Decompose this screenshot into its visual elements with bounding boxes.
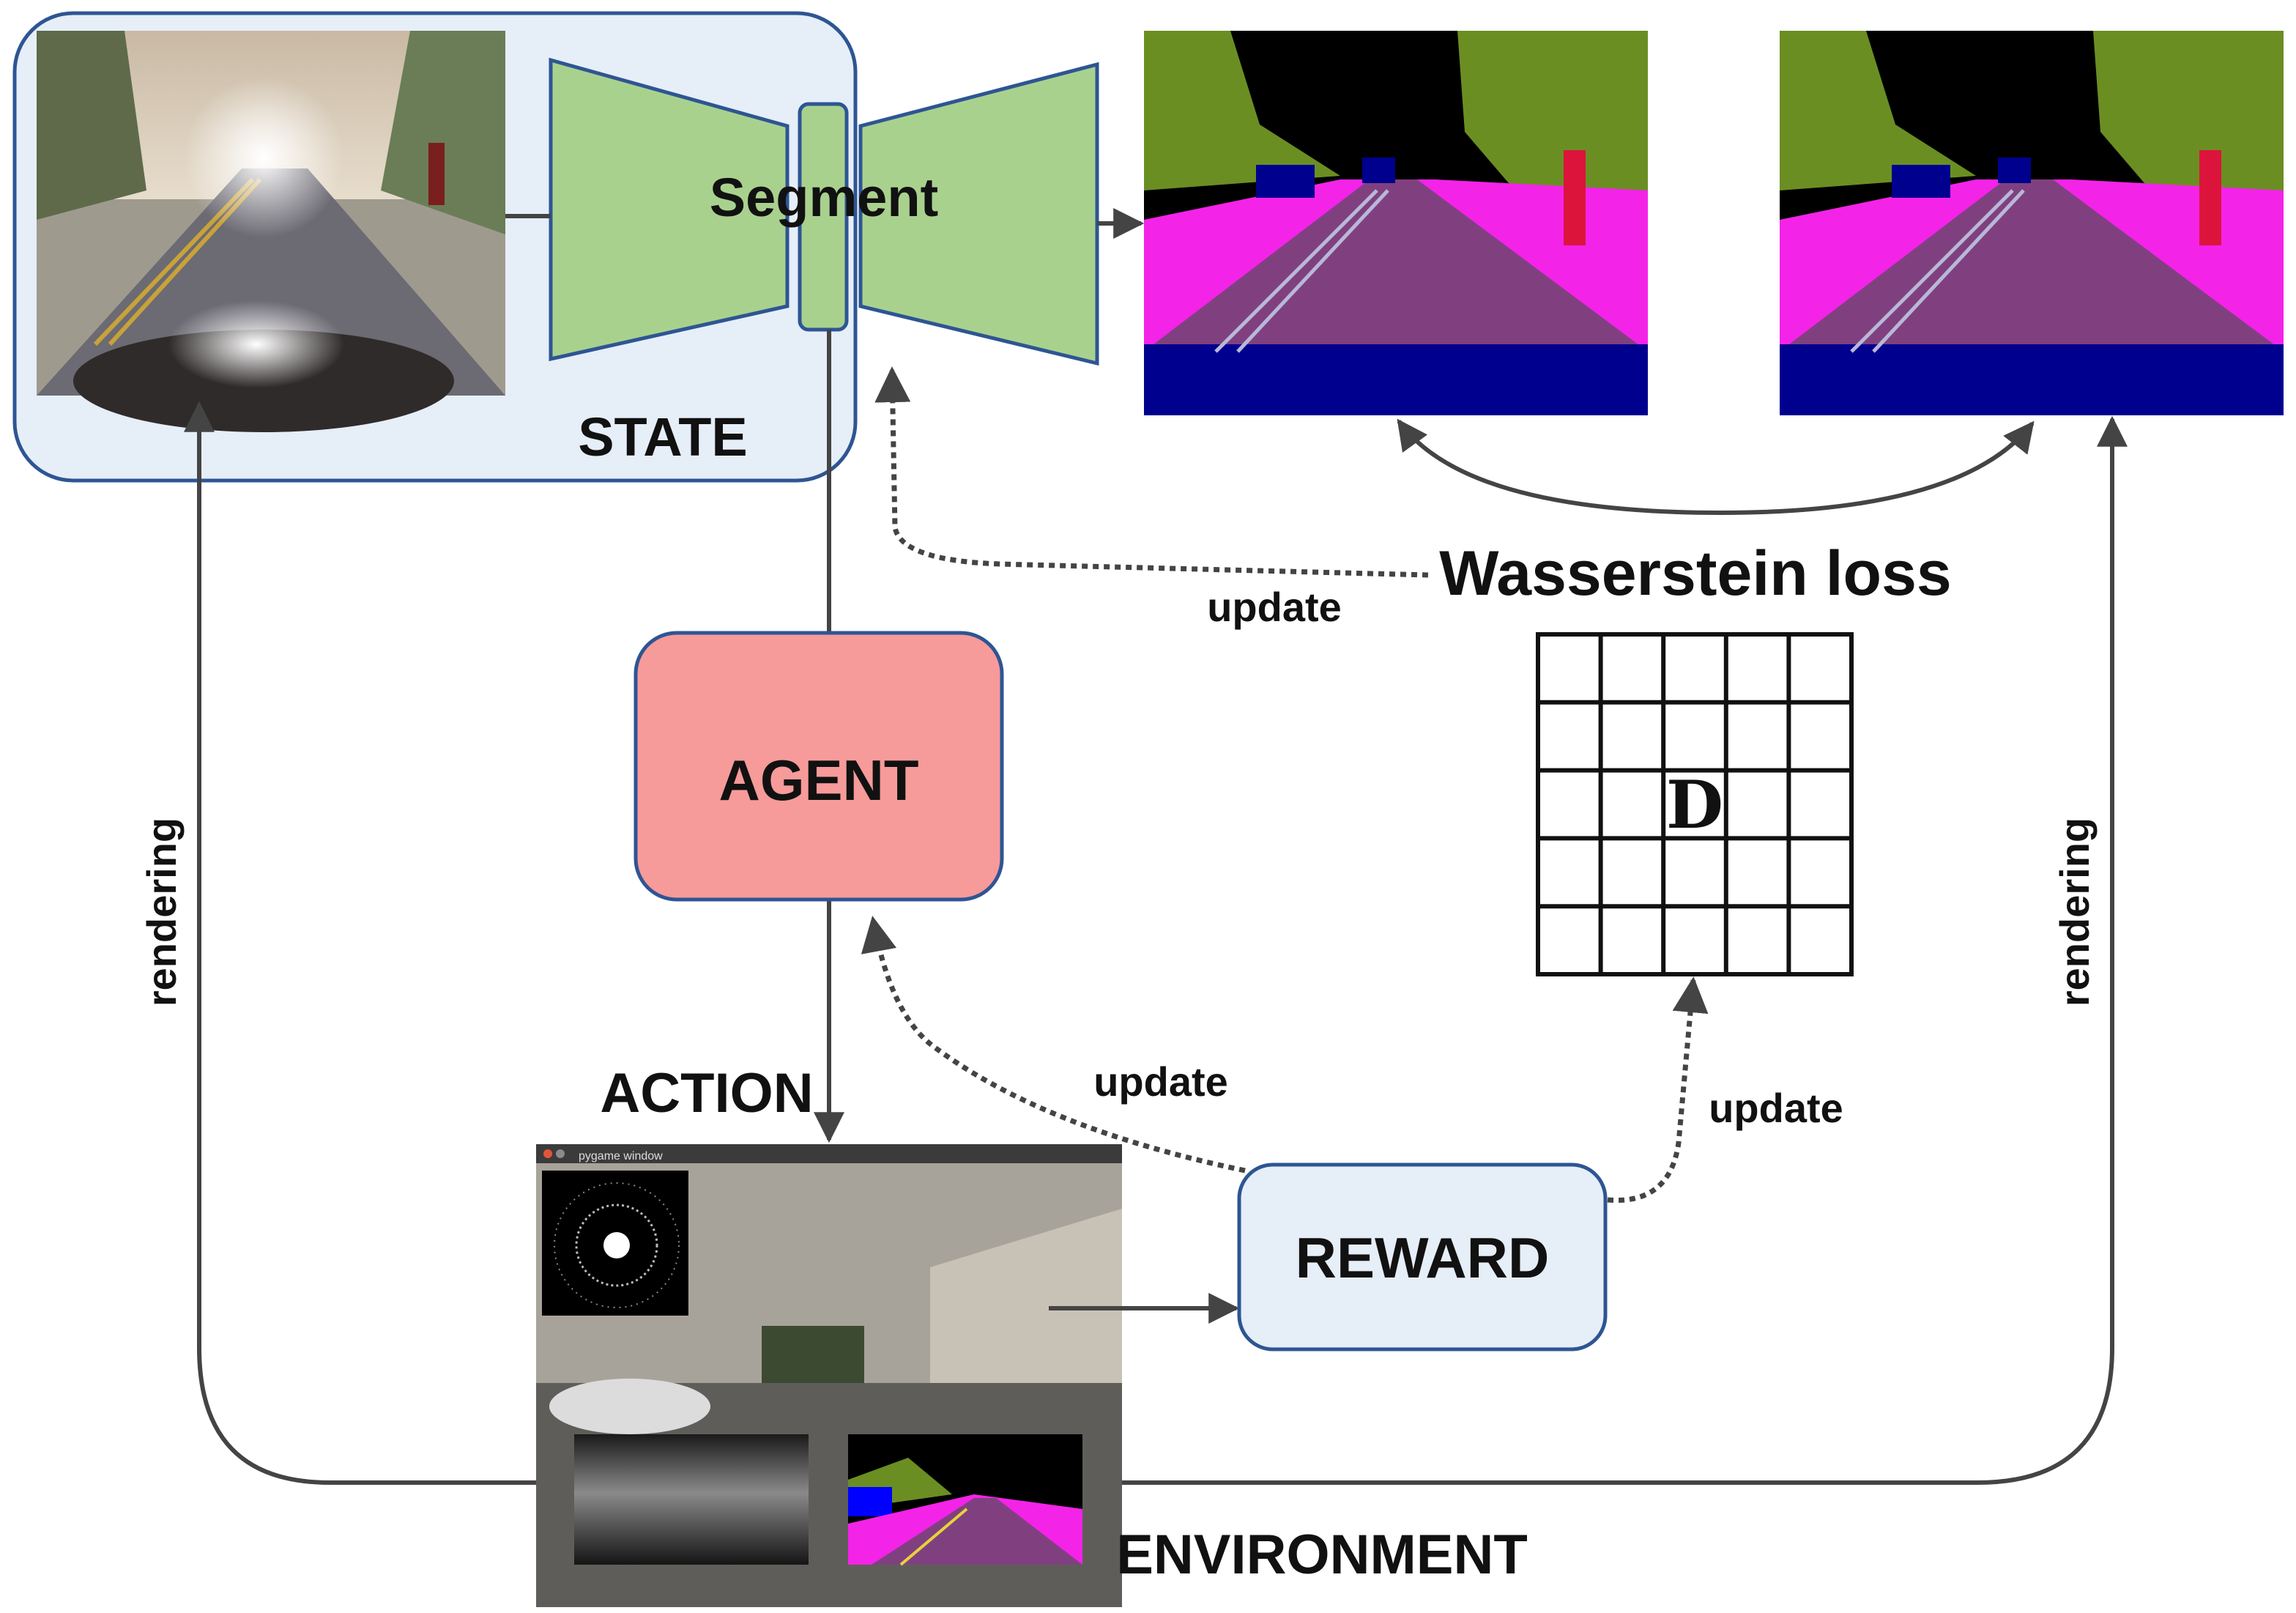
state-label: STATE <box>578 407 748 467</box>
segment-encoder <box>549 57 790 362</box>
environment-label: ENVIRONMENT <box>1116 1524 1528 1586</box>
agent-label: AGENT <box>719 748 919 812</box>
wasserstein-loss-label: Wasserstein loss <box>1439 538 1951 609</box>
segmentation-map-predicted <box>1144 31 1648 415</box>
action-label: ACTION <box>600 1062 813 1124</box>
segment-label: Segment <box>710 167 939 228</box>
rendering-right-arrow <box>1122 415 2128 1485</box>
update-segment-arrow <box>874 366 1429 578</box>
agent-box <box>634 631 1004 902</box>
rendering-left-label: rendering <box>138 817 185 1006</box>
reward-box <box>1237 1163 1608 1351</box>
environment-window: pygame window <box>536 1144 1122 1607</box>
segment-decoder <box>858 62 1099 366</box>
update-agent-arrow <box>861 916 1246 1173</box>
segmap-comparison-arrow <box>1397 418 2035 516</box>
rendering-left-arrow <box>184 401 536 1485</box>
pygame-window-title: pygame window <box>579 1150 663 1163</box>
update-segment-label: update <box>1207 584 1342 630</box>
camera-image <box>37 31 505 432</box>
discriminator-grid <box>1536 632 1854 976</box>
update-grid-label: update <box>1709 1085 1843 1131</box>
discriminator-label: D <box>1666 766 1723 844</box>
rendering-right-label: rendering <box>2051 817 2098 1006</box>
segment-bottleneck <box>798 102 849 332</box>
update-grid-arrow <box>1607 976 1709 1204</box>
update-agent-label: update <box>1093 1058 1228 1105</box>
reward-label: REWARD <box>1296 1225 1550 1290</box>
segmentation-map-target <box>1780 31 2284 415</box>
